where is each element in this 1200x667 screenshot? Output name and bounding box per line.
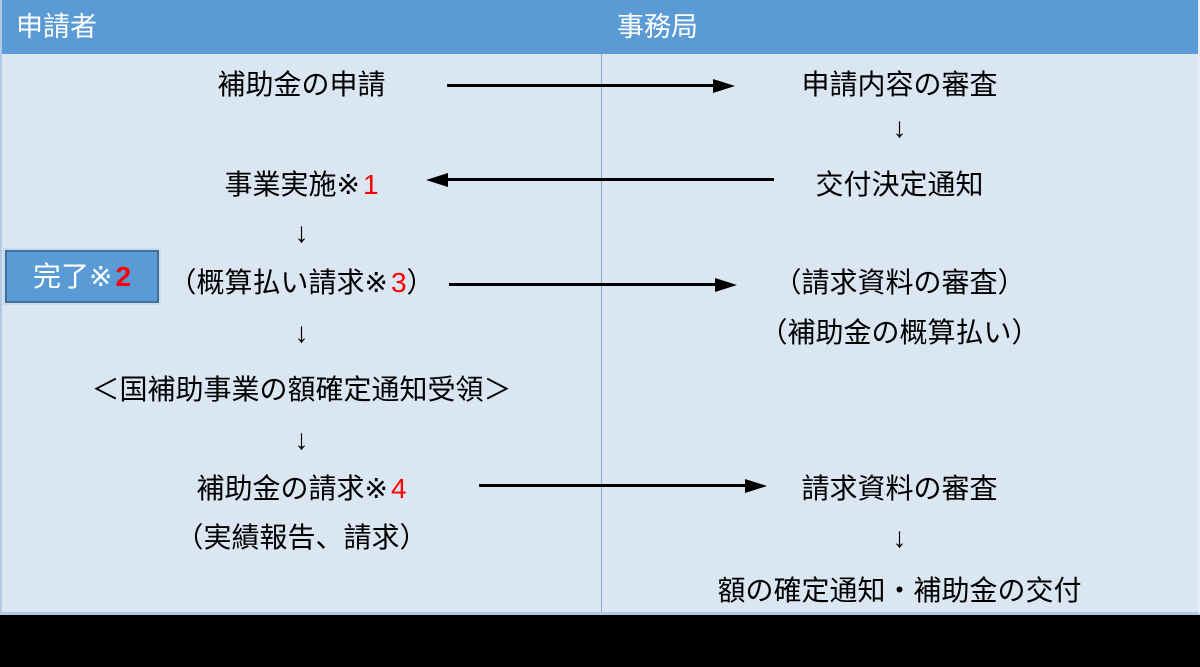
step-amount-notice-receipt: ＜国補助事業の額確定通知受領＞ [2,370,601,410]
arrowhead-right-icon [715,278,737,292]
step-amount-notice-and-grant-label: 額の確定通知・補助金の交付 [717,575,1082,606]
step-provisional-payment-paren: （補助金の概算払い） [601,313,1198,353]
step-claim-docs-review-label: 請求資料の審査 [801,473,998,504]
step-amount-notice-receipt-label: ＜国補助事業の額確定通知受領＞ [91,374,512,405]
closing-paren: ） [406,267,435,298]
step-subsidy-claim-label: 補助金の請求※ [196,473,388,504]
bottom-black-bar [0,615,1200,667]
secretariat-column-title: 事務局 [617,12,698,42]
step-project-implementation-label: 事業実施※ [224,169,360,200]
step-amount-notice-and-grant: 額の確定通知・補助金の交付 [601,571,1198,611]
applicant-column-title: 申請者 [16,12,97,42]
down-arrow-review-to-grant-icon: ↓ [892,522,907,553]
arrow-claim-to-review [479,479,767,493]
step-claim-docs-review: 請求資料の審査 [601,469,1198,509]
arrowhead-right-icon [713,79,735,93]
step-provisional-payment-paren-label: （補助金の概算払い） [759,317,1040,348]
arrow-shaft [444,178,774,181]
step-subsidy-claim: 補助金の請求※4 [2,469,601,509]
step-provisional-payment-request: （概算払い請求※3） [2,263,601,303]
arrowhead-right-icon [745,479,767,493]
note-number-3: 3 [390,267,407,298]
note-number-1: 1 [362,169,379,200]
arrowhead-left-icon [426,173,448,187]
step-grant-decision-notice: 交付決定通知 [601,165,1198,205]
down-arrow-review-to-decision-icon: ↓ [892,112,907,143]
arrow-shaft [449,283,719,286]
note-number-4: 4 [390,473,407,504]
subsidy-flow-diagram: 申請者 事務局 補助金の申請 申請内容の審査 ↓ 事業実施※1 交付決定通知 [0,0,1200,615]
arrow-decision-to-implementation [426,173,774,187]
arrow-application-to-review [447,79,735,93]
note-number-2: 2 [115,261,132,292]
down-arrow-notice-to-claim-icon: ↓ [294,424,309,455]
step-application-review-label: 申請内容の審査 [801,69,998,100]
step-grant-decision-notice-label: 交付決定通知 [815,169,984,200]
step-subsidy-application-label: 補助金の申請 [217,69,386,100]
down-arrow-implementation-to-request-icon: ↓ [294,217,309,248]
step-performance-report-paren-label: （実績報告、請求） [175,522,428,553]
step-request-docs-review-paren-label: （請求資料の審査） [773,267,1026,298]
step-request-docs-review-paren: （請求資料の審査） [601,263,1198,303]
arrow-shaft [447,84,717,87]
arrow-shaft [479,484,749,487]
column-header-bar: 申請者 事務局 [2,0,1198,54]
step-provisional-payment-request-label: （概算払い請求※ [168,267,388,298]
completion-label: 完了※ [32,261,113,292]
arrow-provisional-request-to-review [449,278,737,292]
step-subsidy-application: 補助金の申請 [2,65,601,105]
down-arrow-request-to-notice-icon: ↓ [294,317,309,348]
column-divider-line [601,54,602,612]
step-project-implementation: 事業実施※1 [2,165,601,205]
completion-box: 完了※2 [5,250,159,303]
step-performance-report-paren: （実績報告、請求） [2,518,601,558]
step-application-review: 申請内容の審査 [601,65,1198,105]
